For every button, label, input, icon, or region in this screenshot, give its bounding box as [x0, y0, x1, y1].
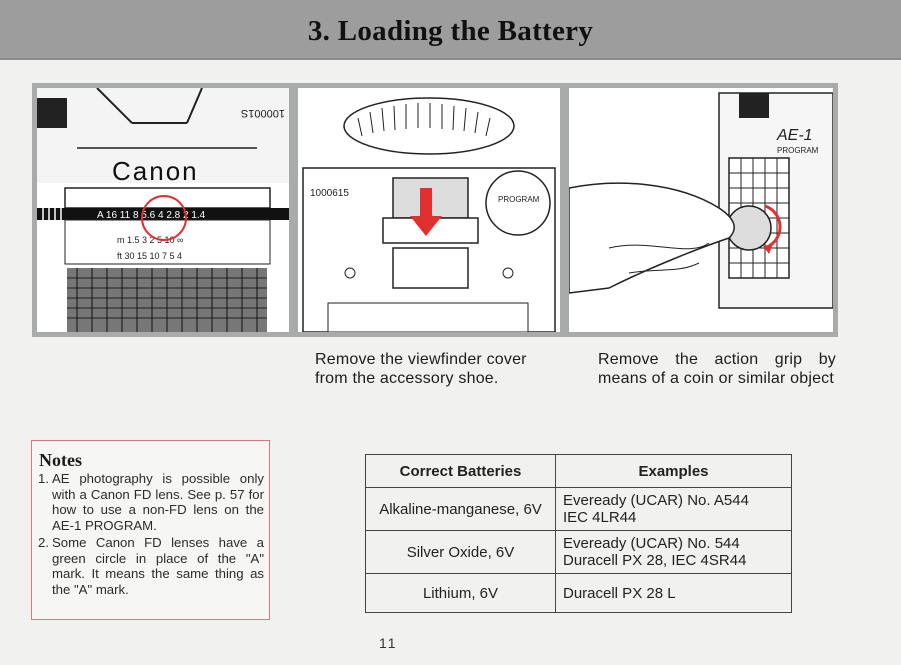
aperture-scale: A 16 11 8 5.6 4 2.8 2 1.4 — [97, 210, 206, 221]
note-number: 2. — [38, 535, 49, 550]
note-text: Some Canon FD lenses have a green circle… — [52, 535, 264, 597]
note-text: AE photography is possible only with a C… — [52, 471, 264, 533]
battery-example: IEC 4LR44 — [563, 509, 637, 526]
photo-strip: 100001S Canon A 16 11 8 5.6 4 2.8 2 1.4 … — [32, 83, 838, 337]
table-header-cell: Correct Batteries — [365, 454, 556, 488]
rotate-arrow-icon — [764, 204, 782, 248]
action-grip-photo: AE-1 PROGRAM — [569, 88, 833, 332]
battery-type-cell: Alkaline-manganese, 6V — [365, 487, 556, 531]
battery-example: Eveready (UCAR) No. A544 — [563, 492, 749, 509]
page-title: 3. Loading the Battery — [307, 15, 594, 47]
viewfinder-illustration: 1000615 PROGRAM — [298, 88, 560, 332]
battery-type-cell: Silver Oxide, 6V — [365, 530, 556, 574]
notes-heading: Notes — [39, 450, 82, 470]
notes-box: Notes 1. AE photography is possible only… — [31, 440, 270, 620]
battery-type-cell: Lithium, 6V — [365, 573, 556, 613]
header-band: 3. Loading the Battery — [0, 0, 901, 60]
page-number: 11 — [379, 635, 398, 651]
right-model-sub: PROGRAM — [777, 146, 819, 155]
note-item: 1. AE photography is possible only with … — [38, 471, 264, 533]
table-row: Silver Oxide, 6V Eveready (UCAR) No. 544… — [365, 530, 792, 574]
down-arrow-shaft — [420, 188, 432, 218]
battery-examples-cell: Eveready (UCAR) No. 544 Duracell PX 28, … — [555, 530, 792, 574]
battery-table: Correct Batteries Examples Alkaline-mang… — [365, 454, 792, 613]
table-header-row: Correct Batteries Examples — [365, 454, 792, 488]
table-row: Alkaline-manganese, 6V Eveready (UCAR) N… — [365, 487, 792, 531]
caption-viewfinder: Remove the viewfinder cover from the acc… — [315, 351, 527, 387]
a-mark-circle — [141, 195, 187, 241]
canon-logo-text: Canon — [112, 156, 199, 186]
battery-example: Duracell PX 28, IEC 4SR44 — [563, 552, 747, 569]
battery-examples-cell: Eveready (UCAR) No. A544 IEC 4LR44 — [555, 487, 792, 531]
distance-scale-m: m 1.5 3 2 5 10 ∞ — [117, 235, 183, 245]
hand-icon — [569, 182, 735, 294]
down-arrow-icon — [410, 216, 442, 236]
lens-aperture-photo: 100001S Canon A 16 11 8 5.6 4 2.8 2 1.4 … — [37, 88, 289, 332]
battery-example: Eveready (UCAR) No. 544 — [563, 535, 740, 552]
table-row: Lithium, 6V Duracell PX 28 L — [365, 573, 792, 613]
viewfinder-cover-photo: 1000615 PROGRAM — [298, 88, 560, 332]
caption-action-grip: Remove the action grip by means of a coi… — [598, 351, 836, 387]
action-grip-illustration: AE-1 PROGRAM — [569, 88, 833, 332]
right-model: AE-1 — [776, 127, 813, 144]
left-serial: 100001S — [241, 107, 285, 119]
battery-example: Duracell PX 28 L — [563, 584, 676, 602]
note-item: 2. Some Canon FD lenses have a green cir… — [38, 535, 264, 597]
table-header-cell: Examples — [555, 454, 792, 488]
middle-serial: 1000615 — [310, 188, 349, 199]
middle-mode-label: PROGRAM — [498, 195, 540, 204]
note-number: 1. — [38, 471, 49, 486]
battery-examples-cell: Duracell PX 28 L — [555, 573, 792, 613]
lens-illustration: 100001S Canon A 16 11 8 5.6 4 2.8 2 1.4 … — [37, 88, 289, 332]
distance-scale-ft: ft 30 15 10 7 5 4 — [117, 251, 182, 261]
notes-list: 1. AE photography is possible only with … — [38, 471, 264, 599]
